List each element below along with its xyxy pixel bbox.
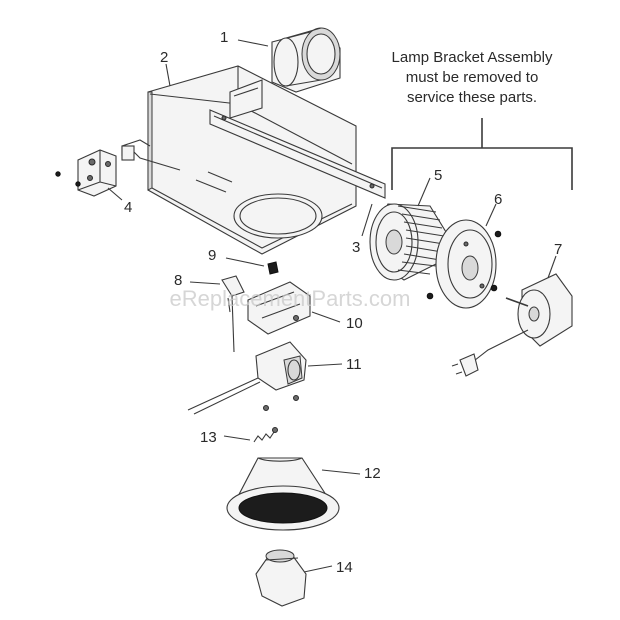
part-label-3: 3: [352, 239, 360, 256]
part-9-clip[interactable]: [267, 261, 279, 275]
leader-9: [225, 257, 265, 267]
leader-1: [237, 39, 269, 47]
leader-13: [223, 435, 251, 441]
part-5-blower-wheel[interactable]: [369, 203, 447, 281]
note-line-1: Lamp Bracket Assembly: [392, 49, 553, 66]
part-label-9: 9: [208, 247, 216, 264]
note-line-3: service these parts.: [407, 89, 537, 106]
leader-3: [361, 203, 373, 237]
part-11-lamp-socket[interactable]: [187, 341, 307, 415]
part-label-11: 11: [346, 356, 362, 373]
part-13-spring[interactable]: [253, 427, 278, 443]
leader-7: [547, 255, 557, 279]
part-6-motor-plate[interactable]: [426, 219, 502, 309]
part-7-motor[interactable]: [451, 273, 573, 377]
part-1-duct-connector[interactable]: [271, 27, 341, 93]
part-label-2: 2: [160, 49, 168, 66]
note-bracket: [391, 118, 573, 190]
part-label-12: 12: [364, 465, 381, 482]
part-label-13: 13: [200, 429, 217, 446]
part-14-light-bulb[interactable]: [255, 549, 307, 607]
leader-10: [311, 311, 341, 323]
part-label-10: 10: [346, 315, 363, 332]
part-label-8: 8: [174, 272, 182, 289]
part-label-6: 6: [494, 191, 502, 208]
leader-4: [107, 187, 123, 201]
leader-2: [165, 63, 171, 87]
leader-6: [485, 203, 497, 227]
part-label-5: 5: [434, 167, 442, 184]
watermark-text: eReplacementParts.com: [170, 286, 411, 311]
part-4-mounting-plate[interactable]: [55, 149, 117, 197]
part-label-1: 1: [220, 29, 228, 46]
leader-12: [321, 469, 361, 475]
part-10-lamp-bracket[interactable]: [247, 281, 311, 335]
part-8-terminal-connector[interactable]: [221, 275, 245, 353]
leader-11: [307, 363, 343, 367]
part-12-grille[interactable]: [226, 457, 340, 531]
leader-5: [417, 177, 431, 207]
part-label-7: 7: [554, 241, 562, 258]
note-line-2: must be removed to: [406, 69, 539, 86]
leader-8: [189, 281, 221, 285]
part-2-housing[interactable]: [121, 65, 386, 255]
part-label-14: 14: [336, 559, 353, 576]
part-label-4: 4: [124, 199, 132, 216]
leader-14: [303, 565, 333, 573]
